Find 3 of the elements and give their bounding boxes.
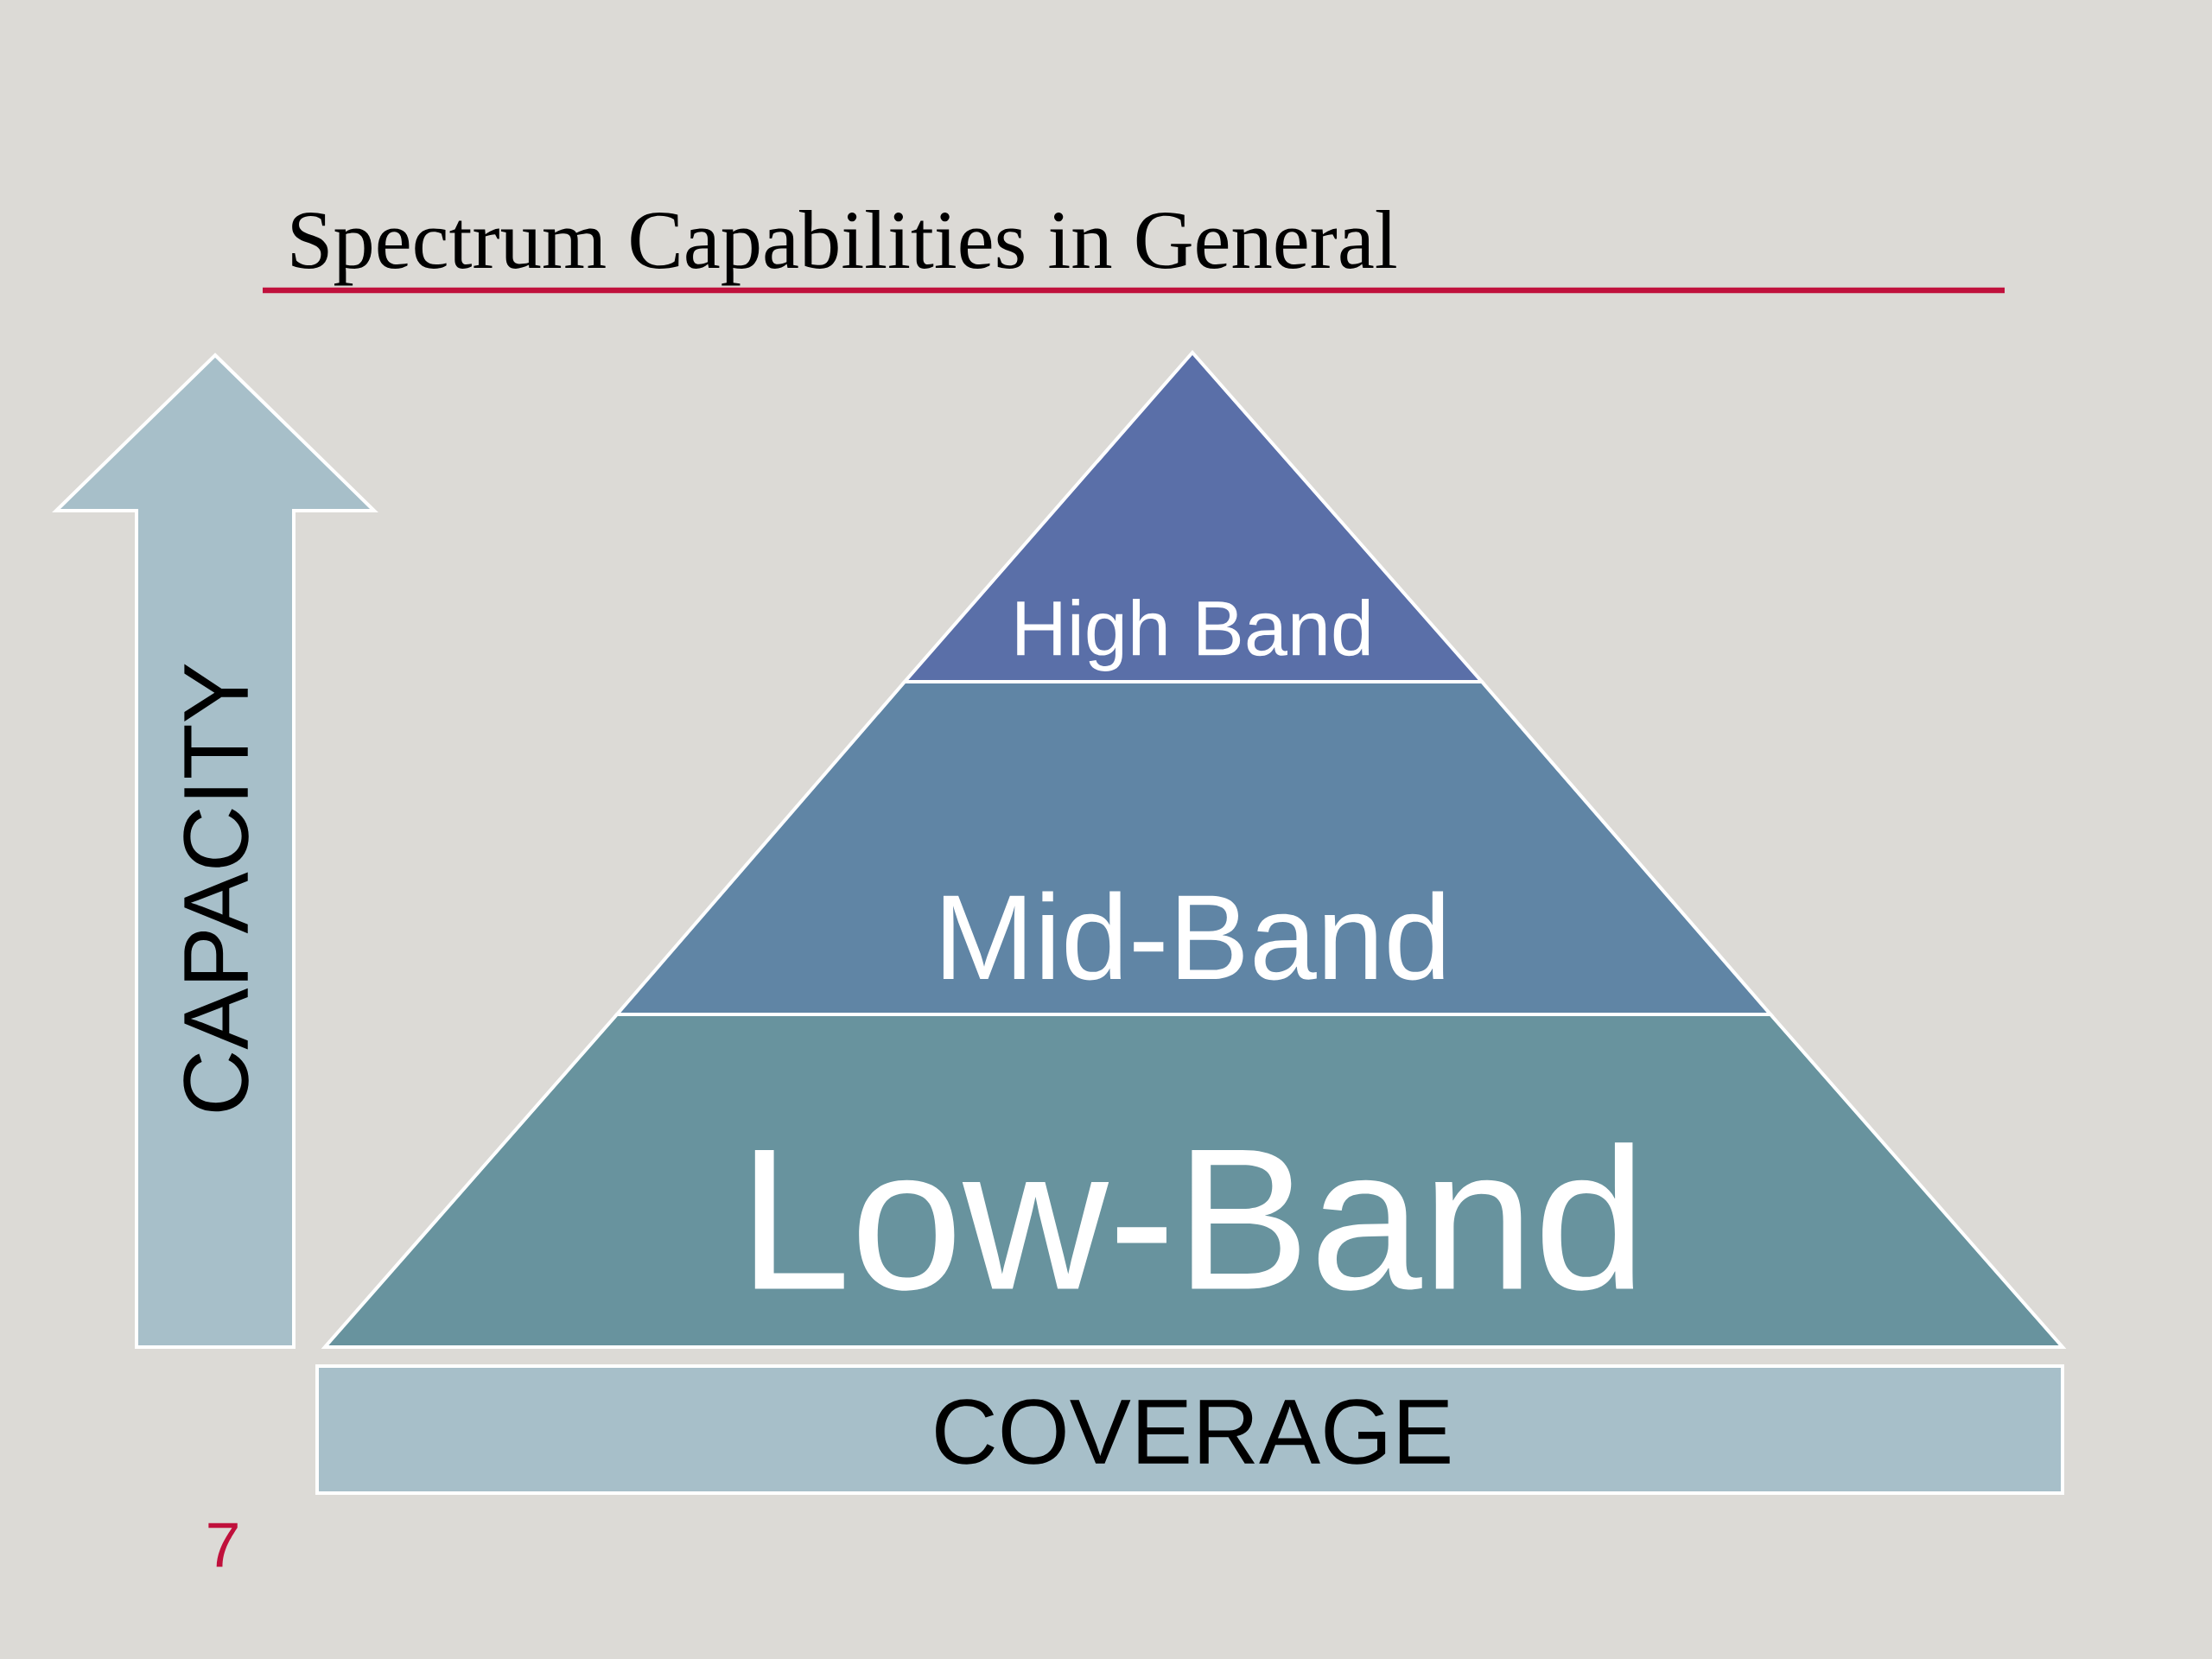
slide-title: Spectrum Capabilities in General	[292, 209, 1396, 286]
page-number: 7	[208, 1522, 238, 1567]
coverage-bar: COVERAGE	[315, 1364, 2064, 1495]
